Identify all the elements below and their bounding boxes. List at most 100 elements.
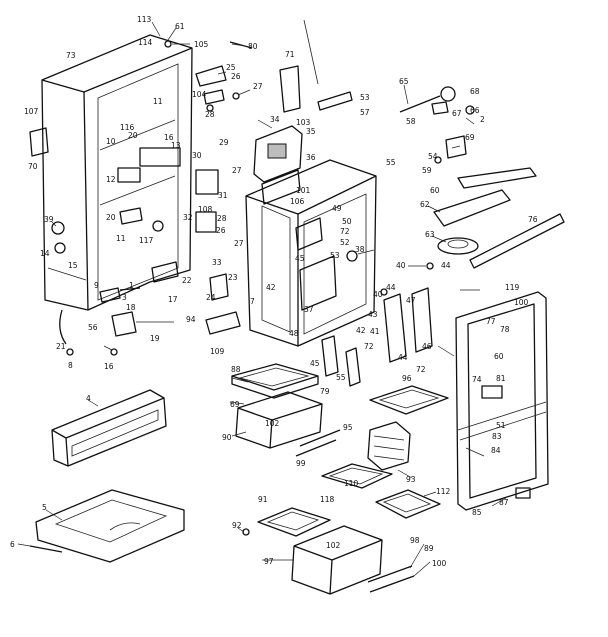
label-93: 93 xyxy=(406,475,416,484)
label-99: 99 xyxy=(296,459,306,468)
label-32: 32 xyxy=(183,213,193,222)
label-21: 21 xyxy=(56,342,66,351)
bracket-94 xyxy=(205,311,241,335)
label-16b: 16 xyxy=(104,362,114,371)
label-60b: 60 xyxy=(494,352,504,361)
mullion-rails xyxy=(321,262,434,387)
label-54: 54 xyxy=(428,152,438,161)
label-72b: 72 xyxy=(364,342,374,351)
label-90: 90 xyxy=(222,433,232,442)
label-15: 15 xyxy=(68,261,78,270)
label-89: 89 xyxy=(424,544,434,553)
label-17: 17 xyxy=(168,295,178,304)
label-105: 105 xyxy=(194,40,209,49)
label-10: 10 xyxy=(106,137,116,146)
label-22: 22 xyxy=(182,276,192,285)
rail-98 xyxy=(367,565,413,583)
label-9: 9 xyxy=(94,281,99,290)
label-97: 97 xyxy=(264,557,274,566)
label-61: 61 xyxy=(175,22,185,31)
section-divider xyxy=(303,19,319,85)
label-31: 31 xyxy=(218,191,228,200)
top-hardware xyxy=(164,40,253,112)
label-110: 110 xyxy=(344,479,359,488)
label-28b: 28 xyxy=(217,214,227,223)
label-53: 53 xyxy=(360,93,370,102)
label-62: 62 xyxy=(420,200,430,209)
label-117: 117 xyxy=(139,236,154,245)
label-50: 50 xyxy=(342,217,352,226)
label-45b: 45 xyxy=(310,359,320,368)
rail-100 xyxy=(369,575,415,593)
label-69b: 69 xyxy=(230,400,240,409)
label-92: 92 xyxy=(232,521,242,530)
control-housing xyxy=(253,125,303,205)
label-5: 5 xyxy=(42,503,47,512)
label-11a: 11 xyxy=(153,97,163,106)
label-44a: 44 xyxy=(441,261,451,270)
label-24: 24 xyxy=(206,293,216,302)
shelf-frame-110 xyxy=(321,463,393,489)
label-35: 35 xyxy=(306,127,316,136)
label-57: 57 xyxy=(360,108,370,117)
label-7: 7 xyxy=(250,297,255,306)
label-12: 12 xyxy=(106,175,116,184)
drawer-90 xyxy=(235,391,323,449)
label-23: 23 xyxy=(228,273,238,282)
label-52: 52 xyxy=(340,238,350,247)
rear-components xyxy=(317,86,475,164)
label-42a: 42 xyxy=(266,283,276,292)
label-102b: 102 xyxy=(326,541,341,550)
label-34: 34 xyxy=(270,115,280,124)
leader-lines xyxy=(17,21,507,577)
label-28a: 28 xyxy=(205,110,215,119)
label-26b: 26 xyxy=(216,226,226,235)
label-114: 114 xyxy=(138,38,153,47)
label-55b: 55 xyxy=(336,373,346,382)
label-63: 63 xyxy=(425,230,435,239)
label-20a: 20 xyxy=(128,131,138,140)
label-68a: 68 xyxy=(470,87,480,96)
label-3: 3 xyxy=(122,293,127,302)
label-36: 36 xyxy=(306,153,316,162)
label-44c: 44 xyxy=(398,353,408,362)
label-84: 84 xyxy=(491,446,501,455)
cabinet-73 xyxy=(41,34,193,311)
label-53b: 53 xyxy=(330,251,340,260)
label-76: 76 xyxy=(528,215,538,224)
label-81: 81 xyxy=(496,374,506,383)
label-100b: 100 xyxy=(432,559,447,568)
label-88: 88 xyxy=(231,365,241,374)
label-16a: 16 xyxy=(164,133,174,142)
wiring-harness xyxy=(59,309,137,356)
label-38: 38 xyxy=(355,245,365,254)
label-13: 13 xyxy=(171,141,181,150)
label-19: 19 xyxy=(150,334,160,343)
label-58: 58 xyxy=(406,117,416,126)
glass-shelf-112 xyxy=(375,489,441,519)
label-25: 25 xyxy=(226,63,236,72)
shelf-88 xyxy=(231,363,319,399)
label-51: 51 xyxy=(496,421,506,430)
label-30: 30 xyxy=(192,151,202,160)
label-6: 6 xyxy=(10,540,15,549)
label-101: 101 xyxy=(296,186,311,195)
label-95: 95 xyxy=(343,423,353,432)
shelf-96 xyxy=(369,385,449,415)
label-27b: 27 xyxy=(232,166,242,175)
label-1: 1 xyxy=(129,281,134,290)
label-27a: 27 xyxy=(253,82,263,91)
label-79: 79 xyxy=(320,387,330,396)
label-119: 119 xyxy=(505,283,520,292)
label-83: 83 xyxy=(492,432,502,441)
label-112: 112 xyxy=(436,487,451,496)
label-65: 65 xyxy=(399,77,409,86)
label-4: 4 xyxy=(86,394,91,403)
label-109: 109 xyxy=(210,347,225,356)
label-45a: 45 xyxy=(295,254,305,263)
label-87: 87 xyxy=(499,498,509,507)
label-103: 103 xyxy=(296,118,311,127)
base-pan-5 xyxy=(29,489,185,563)
